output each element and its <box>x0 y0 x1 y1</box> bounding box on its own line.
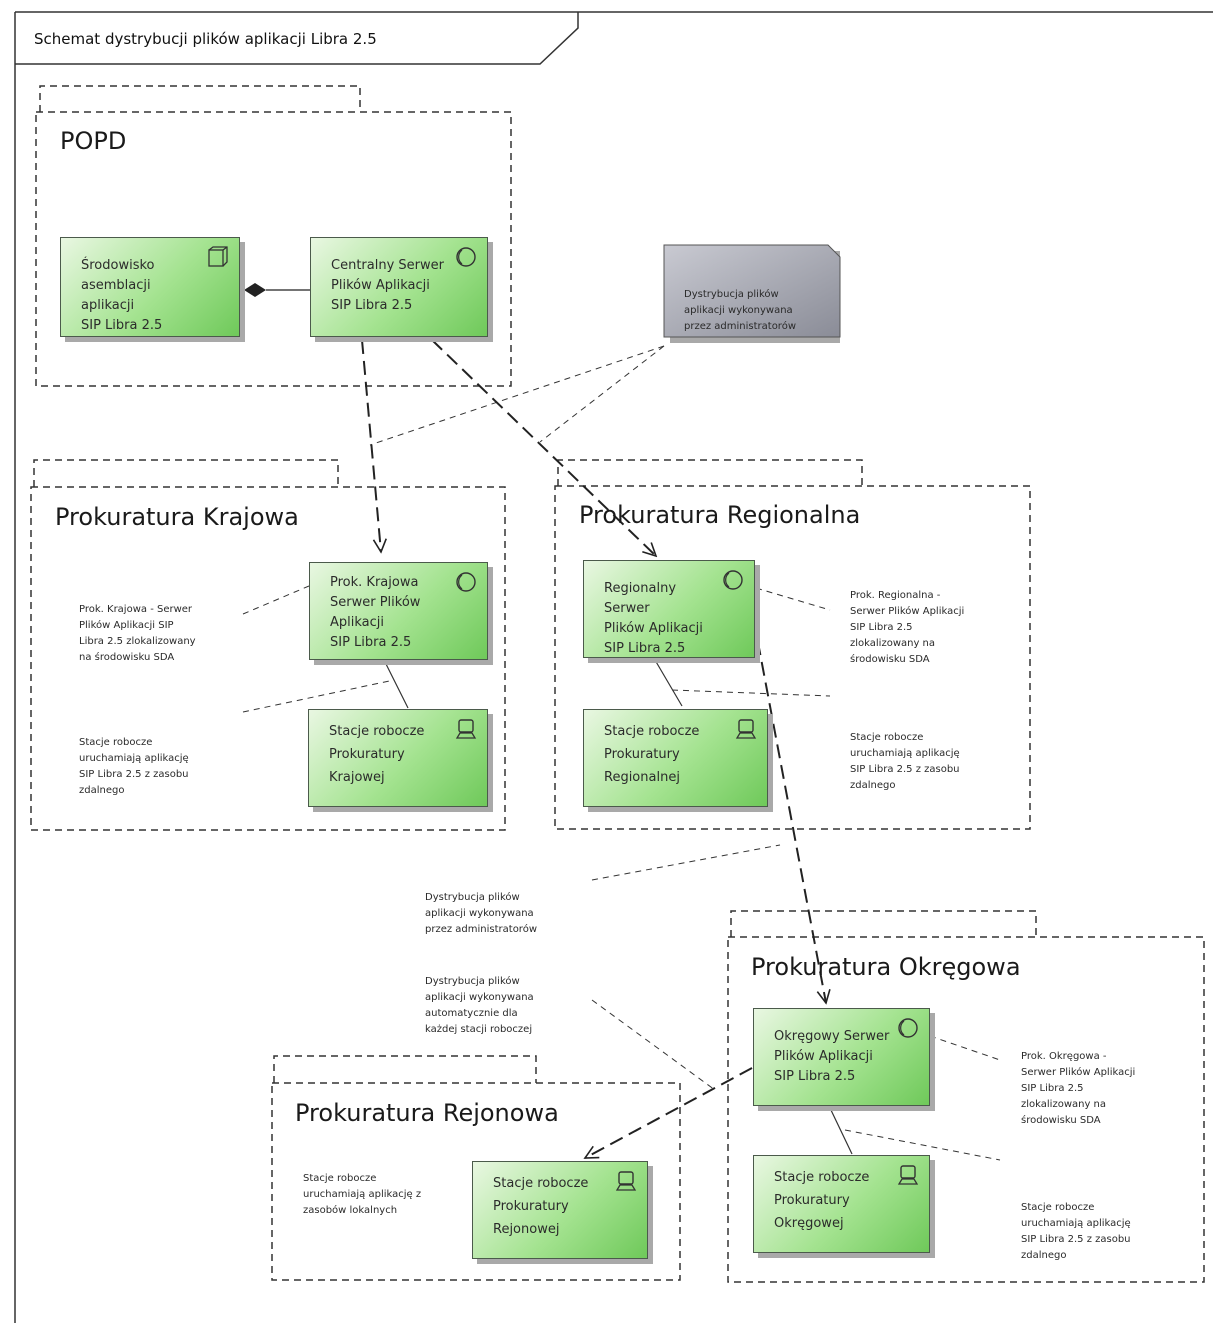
dist-arrow-central-to-regionalna <box>431 339 656 556</box>
note-regionalna-server: Prok. Regionalna - Serwer Plików Aplikac… <box>829 545 1007 665</box>
node-label: Okręgowy Serwer Plików Aplikacji SIP Lib… <box>774 1029 890 1084</box>
link-krajowa-server-ws <box>384 661 409 709</box>
note-text: Dystrybucja plików aplikacji wykonywana … <box>684 289 796 332</box>
server-icon <box>456 247 476 267</box>
note-text: Stacje robocze uruchamiają aplikację SIP… <box>79 737 189 796</box>
note-link-okregowa-server <box>929 1035 1001 1061</box>
note-text: Stacje robocze uruchamiają aplikację SIP… <box>1021 1202 1131 1261</box>
server-icon <box>456 572 476 592</box>
diagram-frame <box>14 11 1213 1323</box>
diagram-title: Schemat dystrybucji plików aplikacji Lib… <box>34 30 377 48</box>
note-link-krajowa-ws <box>242 679 395 713</box>
note-okregowa-workstations: Stacje robocze uruchamiają aplikację SIP… <box>1000 1157 1178 1261</box>
package-title-krajowa: Prokuratura Krajowa <box>55 503 299 531</box>
server-icon <box>723 570 743 590</box>
note-link-dist-auto <box>591 999 716 1091</box>
dist-arrow-regionalna-to-okregowa <box>749 599 826 1003</box>
note-dist-automatic: Dystrybucja plików aplikacji wykonywana … <box>404 931 592 1035</box>
component-icon <box>208 246 228 267</box>
node-label: Prok. Krajowa Serwer Plików Aplikacji SI… <box>330 575 421 650</box>
note-okregowa-server: Prok. Okręgowa - Serwer Plików Aplikacji… <box>1000 1006 1182 1126</box>
note-text: Prok. Krajowa - Serwer Plików Aplikacji … <box>79 604 196 663</box>
note-link-dist-admin-mid <box>591 844 781 881</box>
workstation-icon <box>615 1171 637 1191</box>
note-link-regionalna-ws <box>671 689 831 697</box>
package-title-popd: POPD <box>60 127 127 155</box>
note-link-krajowa-server <box>242 585 310 615</box>
note-dist-admin-mid: Dystrybucja plików aplikacji wykonywana … <box>404 847 592 935</box>
node-regionalna-workstations[interactable]: Stacje robocze Prokuratury Regionalnej <box>583 709 768 807</box>
node-okregowa-workstations[interactable]: Stacje robocze Prokuratury Okręgowej <box>753 1155 930 1253</box>
workstation-icon <box>897 1165 919 1185</box>
workstation-icon <box>455 719 477 739</box>
note-rejonowa-workstations: Stacje robocze uruchamiają aplikację z z… <box>282 1128 464 1227</box>
package-popd <box>35 85 512 387</box>
note-dist-admin-top: Dystrybucja plików aplikacji wykonywana … <box>663 244 841 343</box>
dist-arrow-okregowa-to-rejonowa <box>585 1067 753 1159</box>
workstation-icon <box>735 719 757 739</box>
package-prokuratura-okregowa <box>727 910 1205 1283</box>
note-text: Stacje robocze uruchamiają aplikację SIP… <box>850 732 960 791</box>
note-krajowa-workstations: Stacje robocze uruchamiają aplikację SIP… <box>58 692 240 796</box>
node-okregowa-server[interactable]: Okręgowy Serwer Plików Aplikacji SIP Lib… <box>753 1008 930 1106</box>
package-prokuratura-regionalna <box>554 459 1031 830</box>
node-assembly-environment[interactable]: Środowisko asemblacji aplikacji SIP Libr… <box>60 237 240 337</box>
node-label: Stacje robocze Prokuratury Krajowej <box>329 724 425 785</box>
note-text: Prok. Okręgowa - Serwer Plików Aplikacji… <box>1021 1051 1136 1126</box>
note-text: Dystrybucja plików aplikacji wykonywana … <box>425 892 537 935</box>
server-icon <box>898 1018 918 1038</box>
node-central-server[interactable]: Centralny Serwer Plików Aplikacji SIP Li… <box>310 237 488 337</box>
node-label: Środowisko asemblacji aplikacji SIP Libr… <box>81 258 163 333</box>
node-regionalna-server[interactable]: Regionalny Serwer Plików Aplikacji SIP L… <box>583 560 755 658</box>
node-krajowa-workstations[interactable]: Stacje robocze Prokuratury Krajowej <box>308 709 488 807</box>
note-text: Dystrybucja plików aplikacji wykonywana … <box>425 976 534 1035</box>
note-link-regionalna-server <box>755 587 831 611</box>
node-label: Stacje robocze Prokuratury Regionalnej <box>604 724 700 785</box>
note-krajowa-server: Prok. Krajowa - Serwer Plików Aplikacji … <box>58 559 240 663</box>
note-text: Prok. Regionalna - Serwer Plików Aplikac… <box>850 590 965 665</box>
package-prokuratura-rejonowa <box>271 1055 681 1281</box>
package-title-okregowa: Prokuratura Okręgowa <box>751 953 1021 981</box>
note-text: Stacje robocze uruchamiają aplikację z z… <box>303 1173 422 1216</box>
node-label: Centralny Serwer Plików Aplikacji SIP Li… <box>331 258 444 313</box>
aggregation-connector <box>244 283 310 297</box>
node-label: Stacje robocze Prokuratury Okręgowej <box>774 1170 870 1231</box>
note-link-dist-admin-top-2 <box>539 345 665 443</box>
node-label: Regionalny Serwer Plików Aplikacji SIP L… <box>604 581 703 656</box>
dist-arrow-central-to-krajowa <box>361 339 381 552</box>
note-regionalna-workstations: Stacje robocze uruchamiają aplikację SIP… <box>829 687 1007 791</box>
link-okregowa-server-ws <box>829 1107 853 1155</box>
note-link-dist-admin-top <box>369 345 665 446</box>
node-label: Stacje robocze Prokuratury Rejonowej <box>493 1176 589 1237</box>
package-title-regionalna: Prokuratura Regionalna <box>579 501 861 529</box>
note-link-okregowa-ws <box>844 1129 1001 1161</box>
package-title-rejonowa: Prokuratura Rejonowa <box>295 1099 559 1127</box>
node-rejonowa-workstations[interactable]: Stacje robocze Prokuratury Rejonowej <box>472 1161 648 1259</box>
link-regionalna-server-ws <box>654 659 683 707</box>
node-krajowa-server[interactable]: Prok. Krajowa Serwer Plików Aplikacji SI… <box>309 562 488 660</box>
package-prokuratura-krajowa <box>30 459 506 831</box>
